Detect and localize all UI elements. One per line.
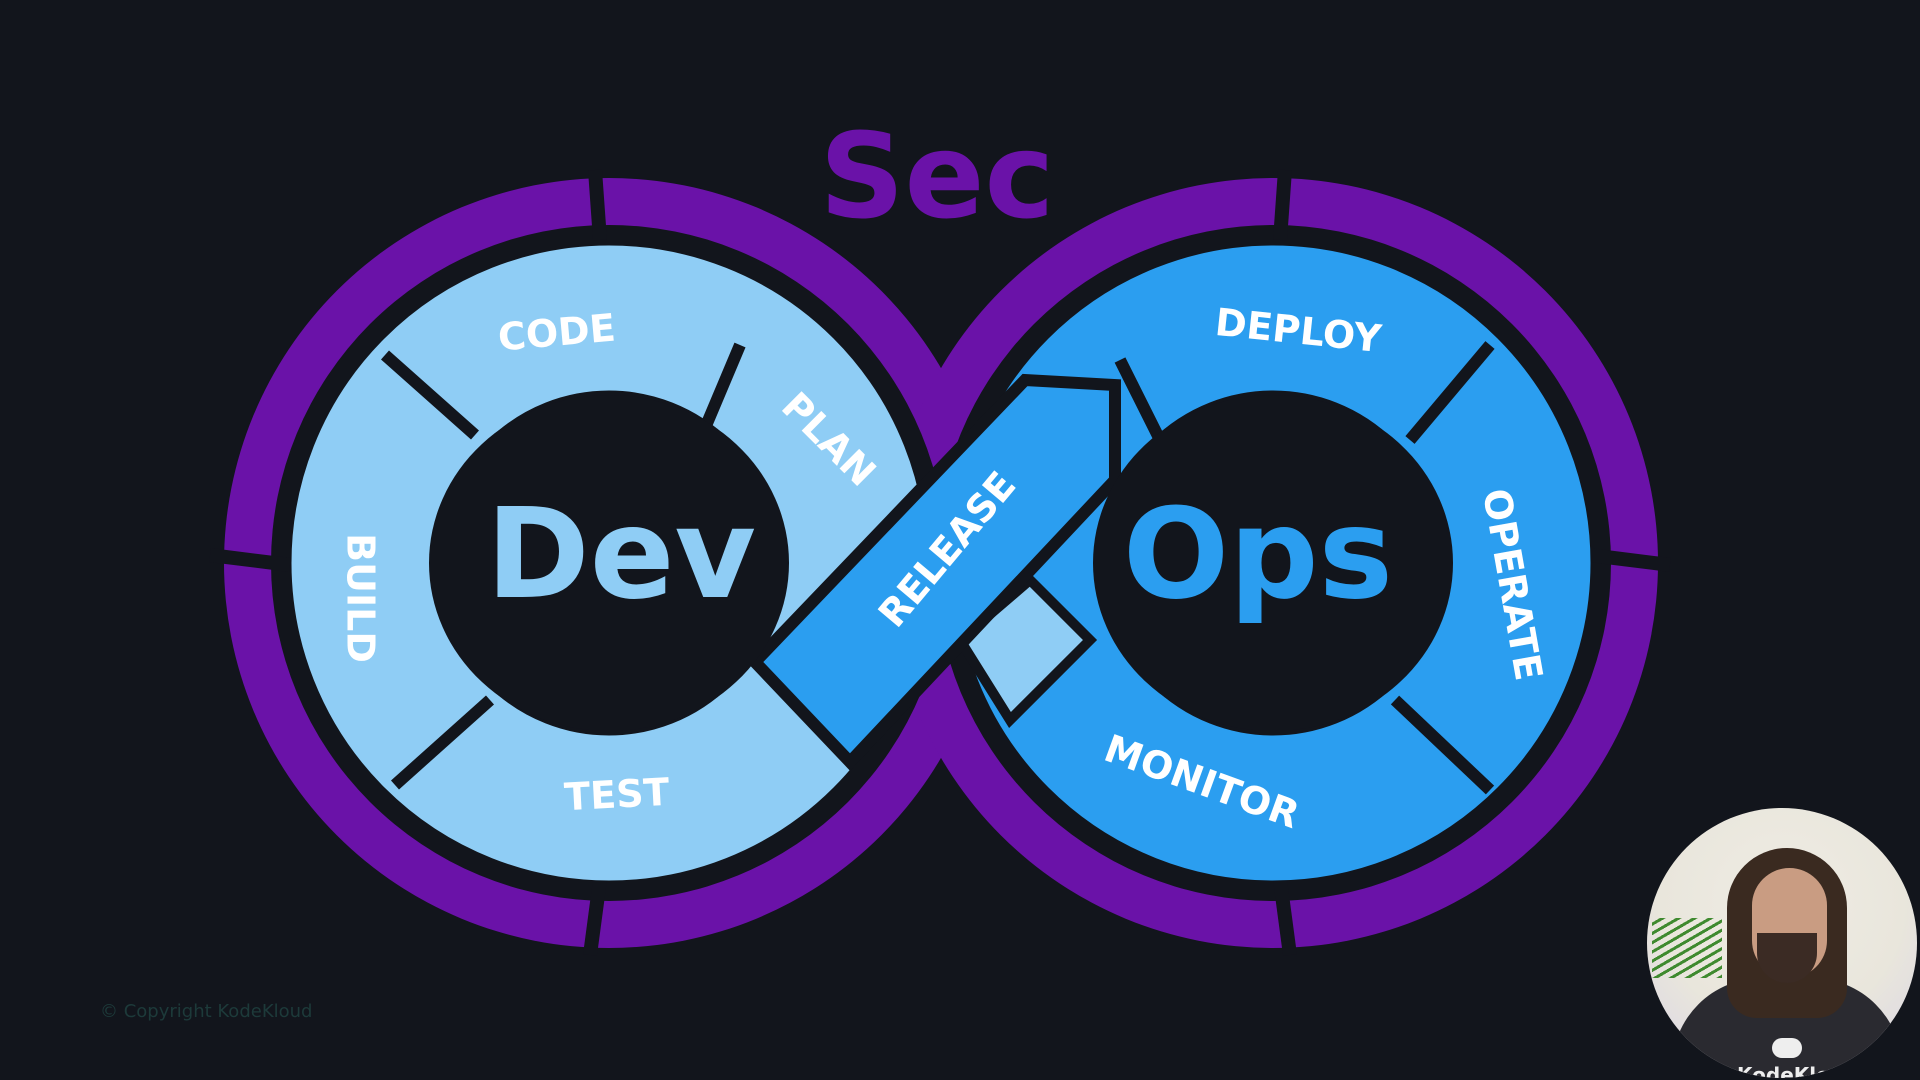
shirt-text: KodeKloud — [1737, 1063, 1859, 1078]
presenter-beard — [1757, 933, 1817, 983]
presenter-webcam: KodeKloud — [1647, 808, 1917, 1078]
plant — [1652, 918, 1722, 978]
dev-label: Dev — [486, 482, 756, 627]
kodekloud-logo-icon — [1772, 1038, 1802, 1058]
ops-label: Ops — [1123, 482, 1393, 627]
ops-hole — [1093, 395, 1453, 731]
copyright-text: © Copyright KodeKloud — [100, 1001, 313, 1022]
stage-test: TEST — [563, 770, 670, 819]
sec-title: Sec — [820, 107, 1055, 245]
dev-hole — [429, 395, 789, 731]
release-band — [746, 373, 1121, 771]
stage-build: BUILD — [339, 533, 383, 663]
stage-code: CODE — [496, 305, 617, 359]
